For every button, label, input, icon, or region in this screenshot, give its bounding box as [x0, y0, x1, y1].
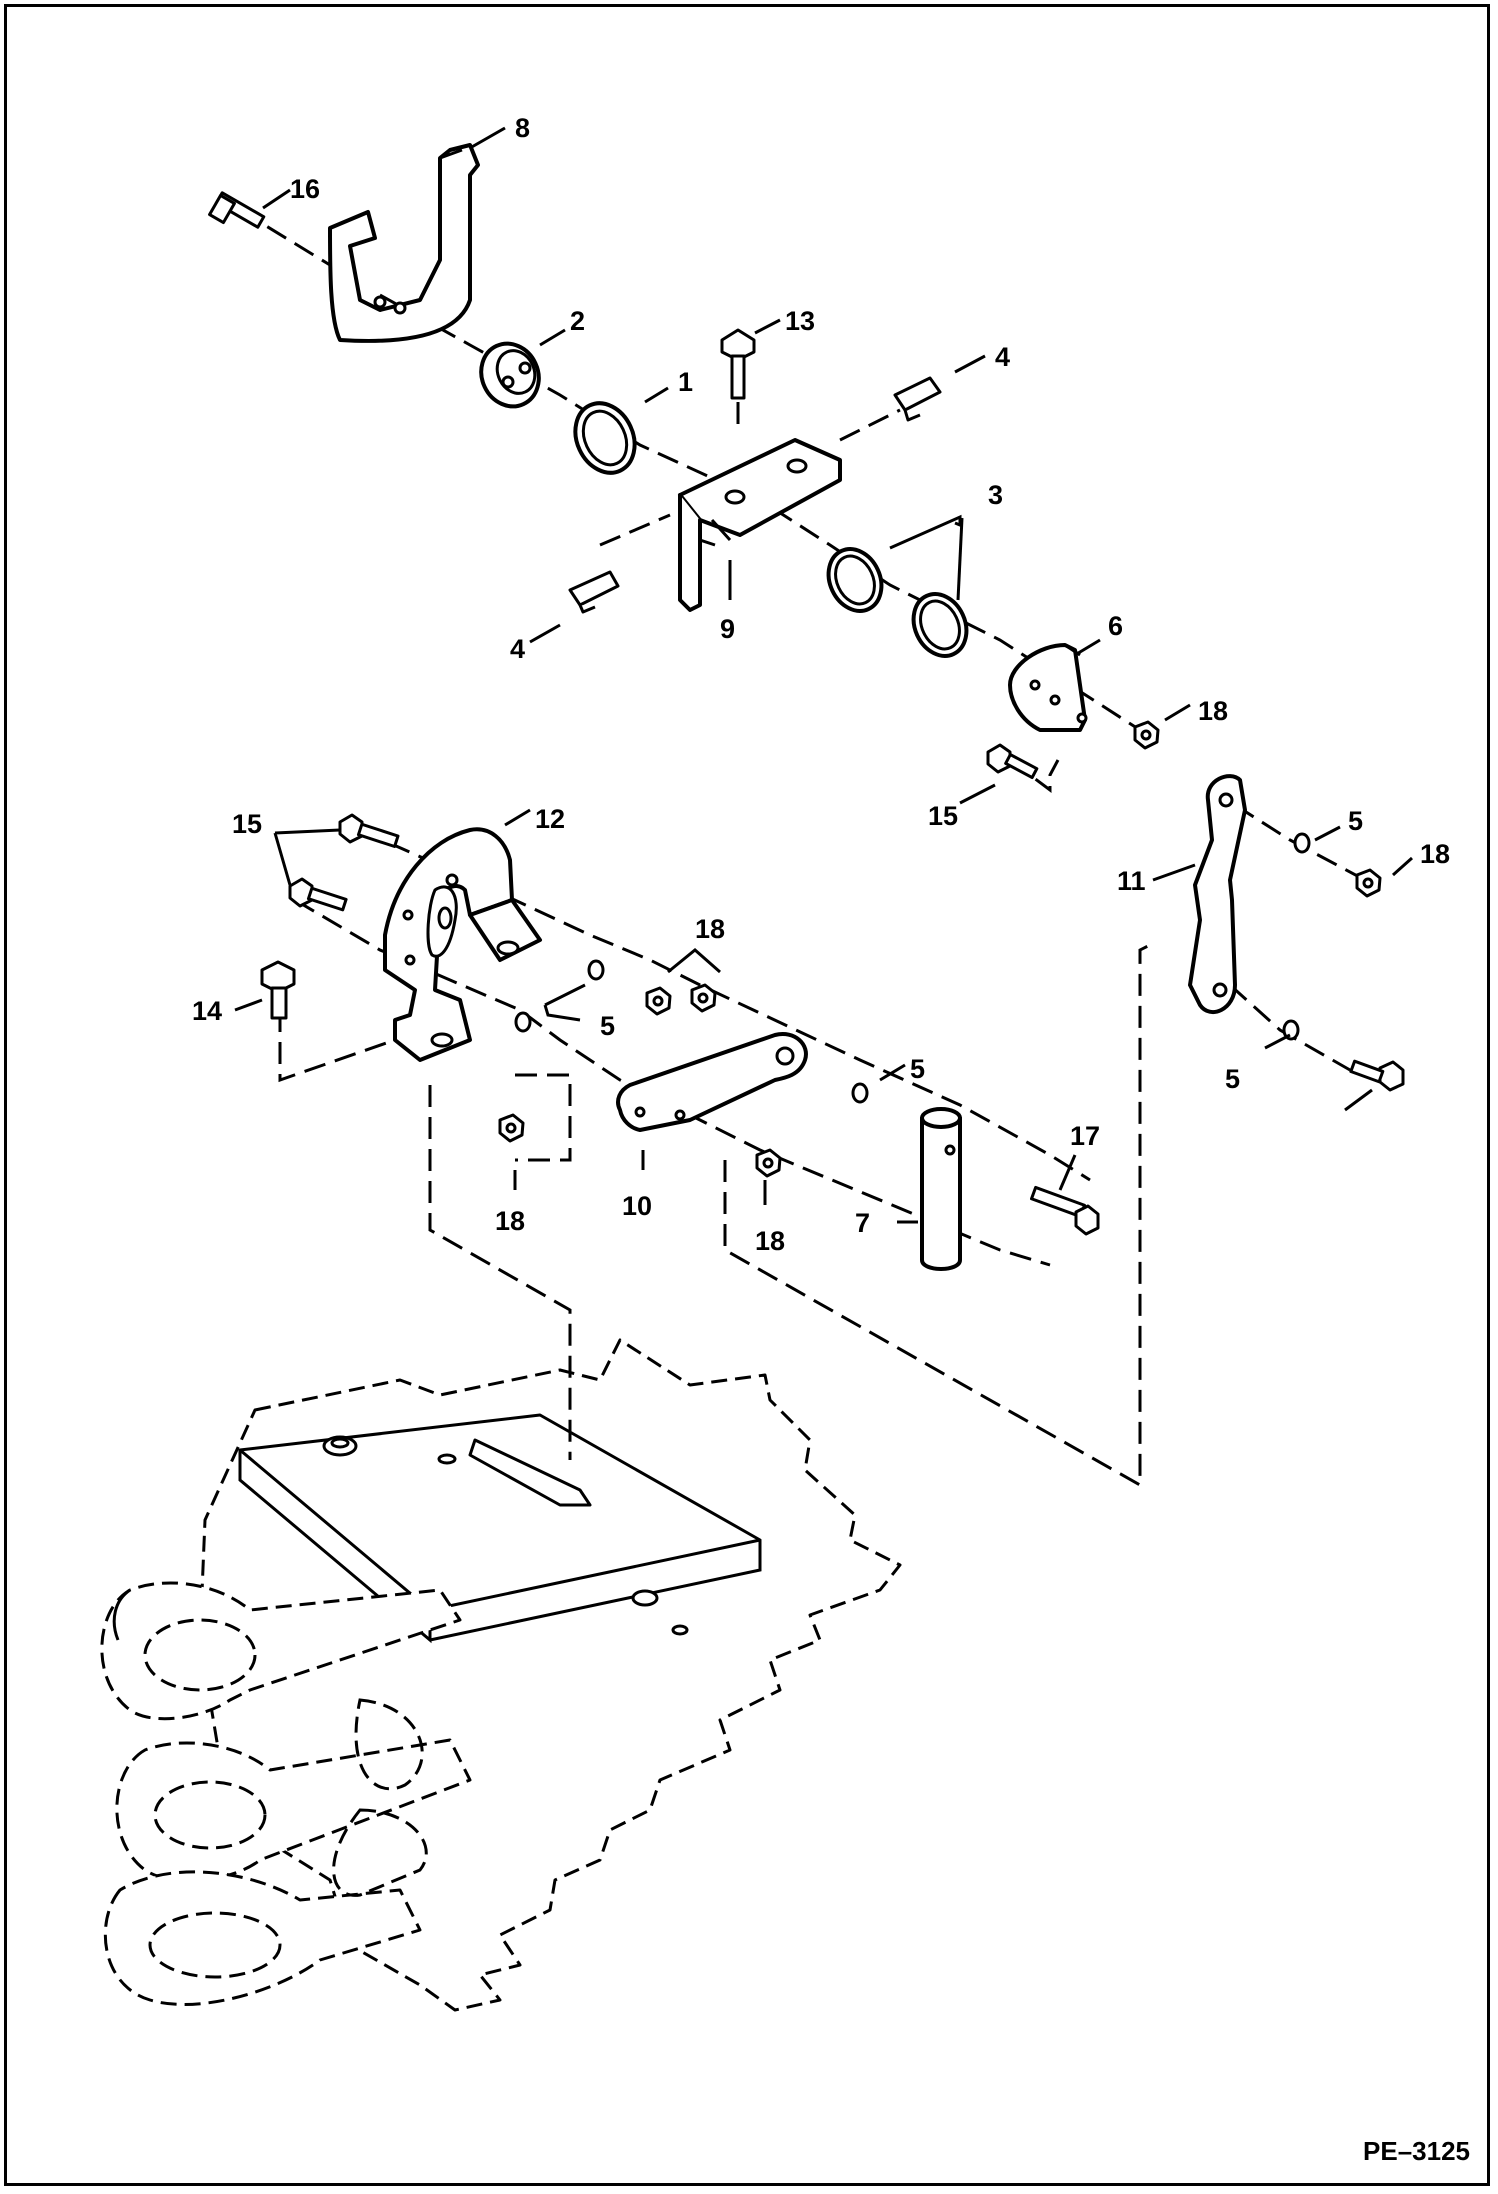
callout-12: 12	[535, 804, 565, 834]
callout-13: 13	[785, 306, 815, 336]
part-5-washer-b	[514, 1011, 532, 1033]
part-9-bracket	[678, 438, 842, 612]
part-15-bolt-d	[1349, 1059, 1405, 1092]
part-13-bolt	[720, 328, 756, 400]
part-4-clip-upper	[893, 376, 942, 422]
callout-2: 2	[570, 306, 585, 336]
callout-5-c: 5	[1348, 806, 1363, 836]
callout-18-d: 18	[755, 1226, 785, 1256]
callout-5-d: 5	[1225, 1064, 1240, 1094]
callout-14: 14	[192, 996, 222, 1026]
callout-16: 16	[290, 174, 320, 204]
part-5-washer-c	[1293, 832, 1311, 854]
boom-frame-assembly	[100, 1338, 902, 2012]
part-15-bolt-b	[288, 877, 348, 912]
part-3-o-ring-b-inner	[919, 599, 961, 651]
part-18-nut-e	[498, 1113, 525, 1143]
callout-4-lower: 4	[510, 634, 525, 664]
part-18-nut-d	[690, 983, 717, 1013]
frame-hole	[671, 1624, 689, 1636]
figure-reference-code: PE–3125	[1363, 2136, 1470, 2166]
callout-5-a: 5	[910, 1054, 925, 1084]
assembly-leader-lines	[239, 208, 1366, 1488]
part-12-bracket	[383, 827, 542, 1062]
callout-17: 17	[1070, 1121, 1100, 1151]
callout-8: 8	[515, 113, 530, 143]
pivot-lug-middle	[115, 1738, 472, 1883]
callout-18-a: 18	[1198, 696, 1228, 726]
part-3-o-ring-a-inner	[834, 554, 876, 606]
part-18-nut-b	[1355, 868, 1382, 898]
part-18-nut-a	[1133, 720, 1160, 750]
callout-5-b: 5	[600, 1011, 615, 1041]
callout-3: 3	[988, 480, 1003, 510]
part-15-bolt-a	[338, 813, 400, 848]
callout-9: 9	[720, 614, 735, 644]
callout-15-a: 15	[232, 809, 262, 839]
frame-hole	[631, 1589, 659, 1607]
part-18-nut-c	[645, 986, 672, 1016]
part-5-washer-d	[851, 1082, 869, 1104]
callout-7: 7	[855, 1208, 870, 1238]
frame-hole-inner	[330, 1437, 350, 1449]
part-17-bolt	[1030, 1185, 1100, 1236]
part-1-o-ring-inner	[581, 409, 629, 467]
part-5-washer-e	[1282, 1019, 1300, 1041]
pivot-lug-lower	[103, 1870, 422, 2006]
part-11-long-link	[1188, 774, 1247, 1015]
part-16-bolt	[208, 191, 266, 229]
callout-11: 11	[1117, 866, 1146, 896]
callout-15-c: 15	[928, 801, 958, 831]
callout-18-e: 18	[495, 1206, 525, 1236]
callout-4-upper: 4	[995, 342, 1010, 372]
pivot-lug-upper	[100, 1581, 462, 1721]
part-14-bolt	[260, 960, 296, 1020]
part-6-plate	[1008, 643, 1088, 732]
callout-leaders	[234, 126, 1414, 1224]
part-7-pin	[920, 1107, 962, 1271]
callout-1: 1	[678, 367, 693, 397]
callout-18-b: 18	[1420, 839, 1450, 869]
part-10-link-plate	[616, 1032, 808, 1132]
part-8-hook-bracket	[328, 143, 480, 343]
part-18-nut-f	[755, 1148, 782, 1178]
frame-hole	[437, 1453, 457, 1465]
callout-18-c: 18	[695, 914, 725, 944]
callout-10: 10	[622, 1191, 652, 1221]
part-4-clip-lower	[568, 570, 620, 614]
part-5-washer-a	[587, 959, 605, 981]
callout-6: 6	[1108, 611, 1123, 641]
part-15-bolt-c	[986, 743, 1039, 779]
part-2-cap	[479, 341, 541, 409]
